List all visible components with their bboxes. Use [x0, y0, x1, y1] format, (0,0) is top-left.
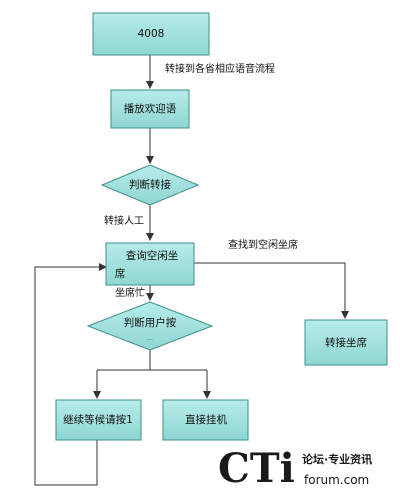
node-judge-key-label: 判断用户按 [124, 316, 177, 329]
watermark-site: forum.com [304, 473, 369, 487]
loop-back-arrow [34, 263, 107, 486]
edge-label-seat-busy: 坐席忙 [115, 286, 145, 299]
watermark-logo: CTi 论坛·专业资讯 forum.com [218, 445, 372, 492]
node-wait-press1: 继续等候请按1 [55, 399, 142, 441]
node-judge-transfer: 判断转接 [100, 164, 200, 206]
node-query-idle: 查询空闲坐 席 [105, 242, 195, 286]
node-judge-key-sub: ... [147, 335, 153, 342]
watermark-brand: CTi [218, 445, 295, 492]
edge-label-manual: 转接人工 [104, 214, 144, 227]
watermark-tagline: 论坛·专业资讯 [302, 452, 372, 466]
node-query-idle-line2: 席 [115, 267, 126, 280]
arrow-query-to-transfer-seat [193, 262, 349, 319]
connectors [34, 55, 349, 486]
node-judge-key: 判断用户按 ... [86, 301, 214, 351]
node-judge-transfer-label: 判断转接 [129, 178, 171, 191]
node-transfer-seat-label: 转接坐席 [325, 336, 367, 349]
node-start-label: 4008 [138, 28, 165, 40]
edge-label-to-province: 转接到各省相应语音流程 [165, 62, 275, 75]
node-start: 4008 [92, 12, 210, 56]
node-transfer-seat: 转接坐席 [304, 319, 388, 366]
node-hangup-label: 直接挂机 [185, 413, 227, 426]
node-wait-press1-label: 继续等候请按1 [63, 413, 133, 426]
node-welcome-label: 播放欢迎语 [124, 102, 177, 115]
edge-label-found-idle: 查找到空闲坐席 [228, 238, 298, 251]
node-welcome: 播放欢迎语 [110, 89, 190, 129]
node-hangup: 直接挂机 [162, 399, 249, 441]
node-query-idle-line1: 查询空闲坐 [126, 249, 179, 262]
